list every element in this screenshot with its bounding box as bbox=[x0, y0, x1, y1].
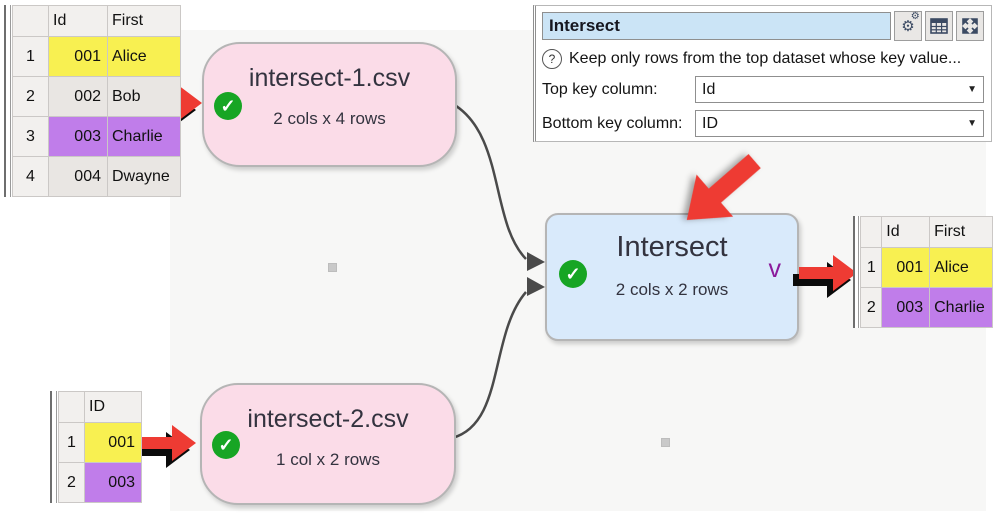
column-header: First bbox=[107, 5, 181, 37]
expand-icon bbox=[962, 18, 978, 34]
cell: Dwayne bbox=[107, 156, 181, 197]
show-table-button[interactable] bbox=[925, 11, 953, 41]
row-number: 1 bbox=[58, 422, 85, 463]
cell: 002 bbox=[48, 76, 108, 117]
row-number: 2 bbox=[58, 462, 85, 503]
top-key-column-label: Top key column: bbox=[542, 80, 658, 98]
cell: 001 bbox=[881, 247, 931, 288]
cell: Charlie bbox=[929, 287, 993, 328]
table-edge bbox=[50, 391, 57, 503]
ok-check-icon: ✓ bbox=[559, 260, 587, 288]
cell: Charlie bbox=[107, 116, 181, 157]
node-size-label: 1 col x 2 rows bbox=[276, 450, 380, 469]
cell: 004 bbox=[48, 156, 108, 197]
node-intersect-2-csv[interactable]: ✓ intersect-2.csv 1 col x 2 rows bbox=[200, 383, 456, 505]
check-glyph: ✓ bbox=[220, 95, 236, 116]
node-size-label: 2 cols x 4 rows bbox=[273, 109, 386, 128]
node-intersect-transform[interactable]: ✓ Intersect 2 cols x 2 rows v bbox=[545, 213, 799, 341]
table-edge bbox=[4, 5, 11, 197]
column-header: ID bbox=[84, 391, 142, 423]
row-number: 3 bbox=[12, 116, 49, 157]
grid-dot bbox=[328, 263, 337, 272]
corner-cell bbox=[12, 5, 49, 37]
transform-name-value: Intersect bbox=[549, 16, 620, 35]
ok-check-icon: ✓ bbox=[212, 431, 240, 459]
node-size-label: 2 cols x 2 rows bbox=[615, 280, 729, 299]
corner-cell bbox=[58, 391, 85, 423]
dropdown-caret-icon: ▼ bbox=[967, 84, 977, 95]
row-number: 1 bbox=[12, 36, 49, 77]
cell: Bob bbox=[107, 76, 181, 117]
node-title: Intersect bbox=[616, 231, 728, 263]
row-number: 2 bbox=[860, 287, 883, 328]
node-title: intersect-2.csv bbox=[247, 405, 409, 433]
check-glyph: ✓ bbox=[218, 434, 234, 455]
cell: 003 bbox=[48, 116, 108, 157]
cell: 003 bbox=[84, 462, 142, 503]
row-number: 4 bbox=[12, 156, 49, 197]
options-button[interactable]: ⚙⚙ bbox=[894, 11, 922, 41]
column-header: First bbox=[929, 216, 993, 248]
bottom-key-column-value: ID bbox=[702, 114, 718, 132]
bottom-key-column-select[interactable]: ID ▼ bbox=[695, 110, 984, 137]
row-number: 2 bbox=[12, 76, 49, 117]
corner-cell bbox=[860, 216, 883, 248]
transform-description: Keep only rows from the top dataset whos… bbox=[569, 50, 962, 67]
help-icon: ? bbox=[542, 49, 562, 69]
cell: Alice bbox=[929, 247, 993, 288]
dropdown-caret-icon: ▼ bbox=[967, 118, 977, 129]
grid-dot bbox=[661, 438, 670, 447]
chevron-down-icon[interactable]: v bbox=[768, 255, 782, 283]
table-edge bbox=[853, 216, 860, 328]
top-key-column-value: Id bbox=[702, 80, 716, 98]
cell: 001 bbox=[84, 422, 142, 463]
transform-properties-panel: Intersect ⚙⚙ bbox=[533, 5, 992, 142]
node-title: intersect-1.csv bbox=[248, 64, 411, 92]
check-glyph: ✓ bbox=[565, 263, 581, 284]
transform-name-input[interactable]: Intersect bbox=[542, 12, 891, 40]
node-intersect-1-csv[interactable]: ✓ intersect-1.csv 2 cols x 4 rows bbox=[202, 42, 457, 167]
cell: 001 bbox=[48, 36, 108, 77]
ok-check-icon: ✓ bbox=[214, 92, 242, 120]
top-key-column-select[interactable]: Id ▼ bbox=[695, 76, 984, 103]
bottom-key-column-label: Bottom key column: bbox=[542, 114, 683, 132]
table-icon bbox=[930, 18, 948, 34]
row-number: 1 bbox=[860, 247, 883, 288]
column-header: Id bbox=[881, 216, 931, 248]
expand-button[interactable] bbox=[956, 11, 984, 41]
cell: Alice bbox=[107, 36, 181, 77]
column-header: Id bbox=[48, 5, 108, 37]
gear-icon: ⚙⚙ bbox=[901, 11, 920, 35]
cell: 003 bbox=[881, 287, 931, 328]
